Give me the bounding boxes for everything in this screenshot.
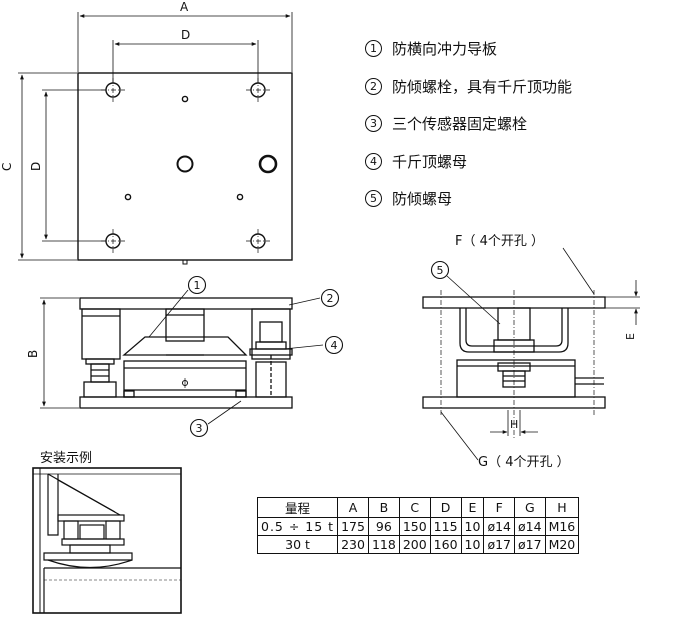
table-cell: 230: [337, 535, 369, 554]
legend-number: 1: [365, 40, 382, 58]
legend-text: 三个传感器固定螺栓: [392, 115, 528, 134]
table-cell: 10: [460, 535, 485, 554]
table-row: 30 t 230 118 200 160 10 ø17 ø17 M20: [256, 535, 580, 554]
header-cell: D: [429, 497, 462, 518]
installation-example: [32, 467, 182, 614]
table-cell: 160: [429, 535, 462, 554]
table-cell: M20: [544, 535, 580, 554]
callout-5: 5: [437, 264, 444, 277]
table-cell: ø14: [514, 517, 546, 536]
table-cell: 175: [337, 517, 369, 536]
callouts: [187, 260, 450, 438]
table-cell: 150: [398, 517, 431, 536]
legend-text: 防倾螺栓，具有千斤顶功能: [392, 77, 573, 96]
holes-bottom-label: G（ 4个开孔 ）: [478, 455, 570, 470]
legend-item: 2 防倾螺栓，具有千斤顶功能: [365, 68, 572, 106]
install-caption: 安装示例: [40, 451, 93, 466]
table-cell: 96: [367, 517, 400, 536]
table-cell: 0.5 ÷ 15 t: [256, 517, 339, 536]
dim-c-label: C: [0, 163, 14, 171]
table-cell: ø17: [514, 535, 546, 554]
legend-text: 防横向冲力导板: [392, 40, 498, 59]
legend-item: 4 千斤顶螺母: [365, 143, 572, 181]
table-header-row: 量程 A B C D E F G H: [256, 497, 580, 518]
table-cell: 115: [429, 517, 462, 536]
dim-h-label: H: [510, 418, 518, 431]
dim-b-label: B: [26, 350, 40, 358]
header-cell: 量程: [256, 497, 339, 518]
legend: 1 防横向冲力导板 2 防倾螺栓，具有千斤顶功能 3 三个传感器固定螺栓 4 千…: [365, 30, 572, 218]
legend-item: 5 防倾螺母: [365, 180, 572, 218]
table-cell: M16: [544, 517, 580, 536]
header-cell: H: [544, 497, 580, 518]
table-cell: 30 t: [256, 535, 339, 554]
header-cell: C: [398, 497, 431, 518]
table-cell: 200: [398, 535, 431, 554]
header-cell: G: [514, 497, 546, 518]
dim-a-label: A: [180, 0, 189, 14]
legend-number: 2: [365, 77, 382, 95]
callout-1: 1: [194, 279, 201, 292]
side-centerlines: [440, 290, 595, 440]
legend-text: 防倾螺母: [392, 190, 453, 209]
table-cell: 118: [367, 535, 400, 554]
legend-item: 3 三个传感器固定螺栓: [365, 105, 572, 143]
callout-2: 2: [327, 292, 334, 305]
table-cell: 10: [460, 517, 485, 536]
side-dimensions: [440, 247, 640, 461]
legend-number: 3: [365, 115, 382, 133]
corner-holes: [105, 82, 266, 249]
legend-number: 5: [365, 190, 382, 208]
dim-d-side-label: D: [29, 162, 43, 171]
header-cell: E: [460, 497, 485, 518]
table-row: 0.5 ÷ 15 t 175 96 150 115 10 ø14 ø14 M16: [256, 517, 580, 536]
callout-3: 3: [196, 422, 203, 435]
callout-4: 4: [331, 339, 338, 352]
top-dimensions: [18, 12, 293, 261]
header-cell: A: [337, 497, 369, 518]
header-cell: F: [483, 497, 515, 518]
holes-top-label: F（ 4个开孔 ）: [455, 234, 544, 249]
spec-table: 量程 A B C D E F G H 0.5 ÷ 15 t 175 96 150…: [256, 497, 580, 554]
dim-d-top-label: D: [181, 28, 190, 42]
front-view: [79, 297, 293, 409]
legend-text: 千斤顶螺母: [392, 152, 468, 171]
front-dimensions: [40, 289, 324, 425]
table-cell: ø14: [483, 517, 515, 536]
legend-item: 1 防横向冲力导板: [365, 30, 572, 68]
dim-e-label: E: [624, 333, 637, 340]
legend-number: 4: [365, 152, 382, 170]
header-cell: B: [367, 497, 400, 518]
top-view: [77, 72, 293, 265]
table-cell: ø17: [483, 535, 515, 554]
